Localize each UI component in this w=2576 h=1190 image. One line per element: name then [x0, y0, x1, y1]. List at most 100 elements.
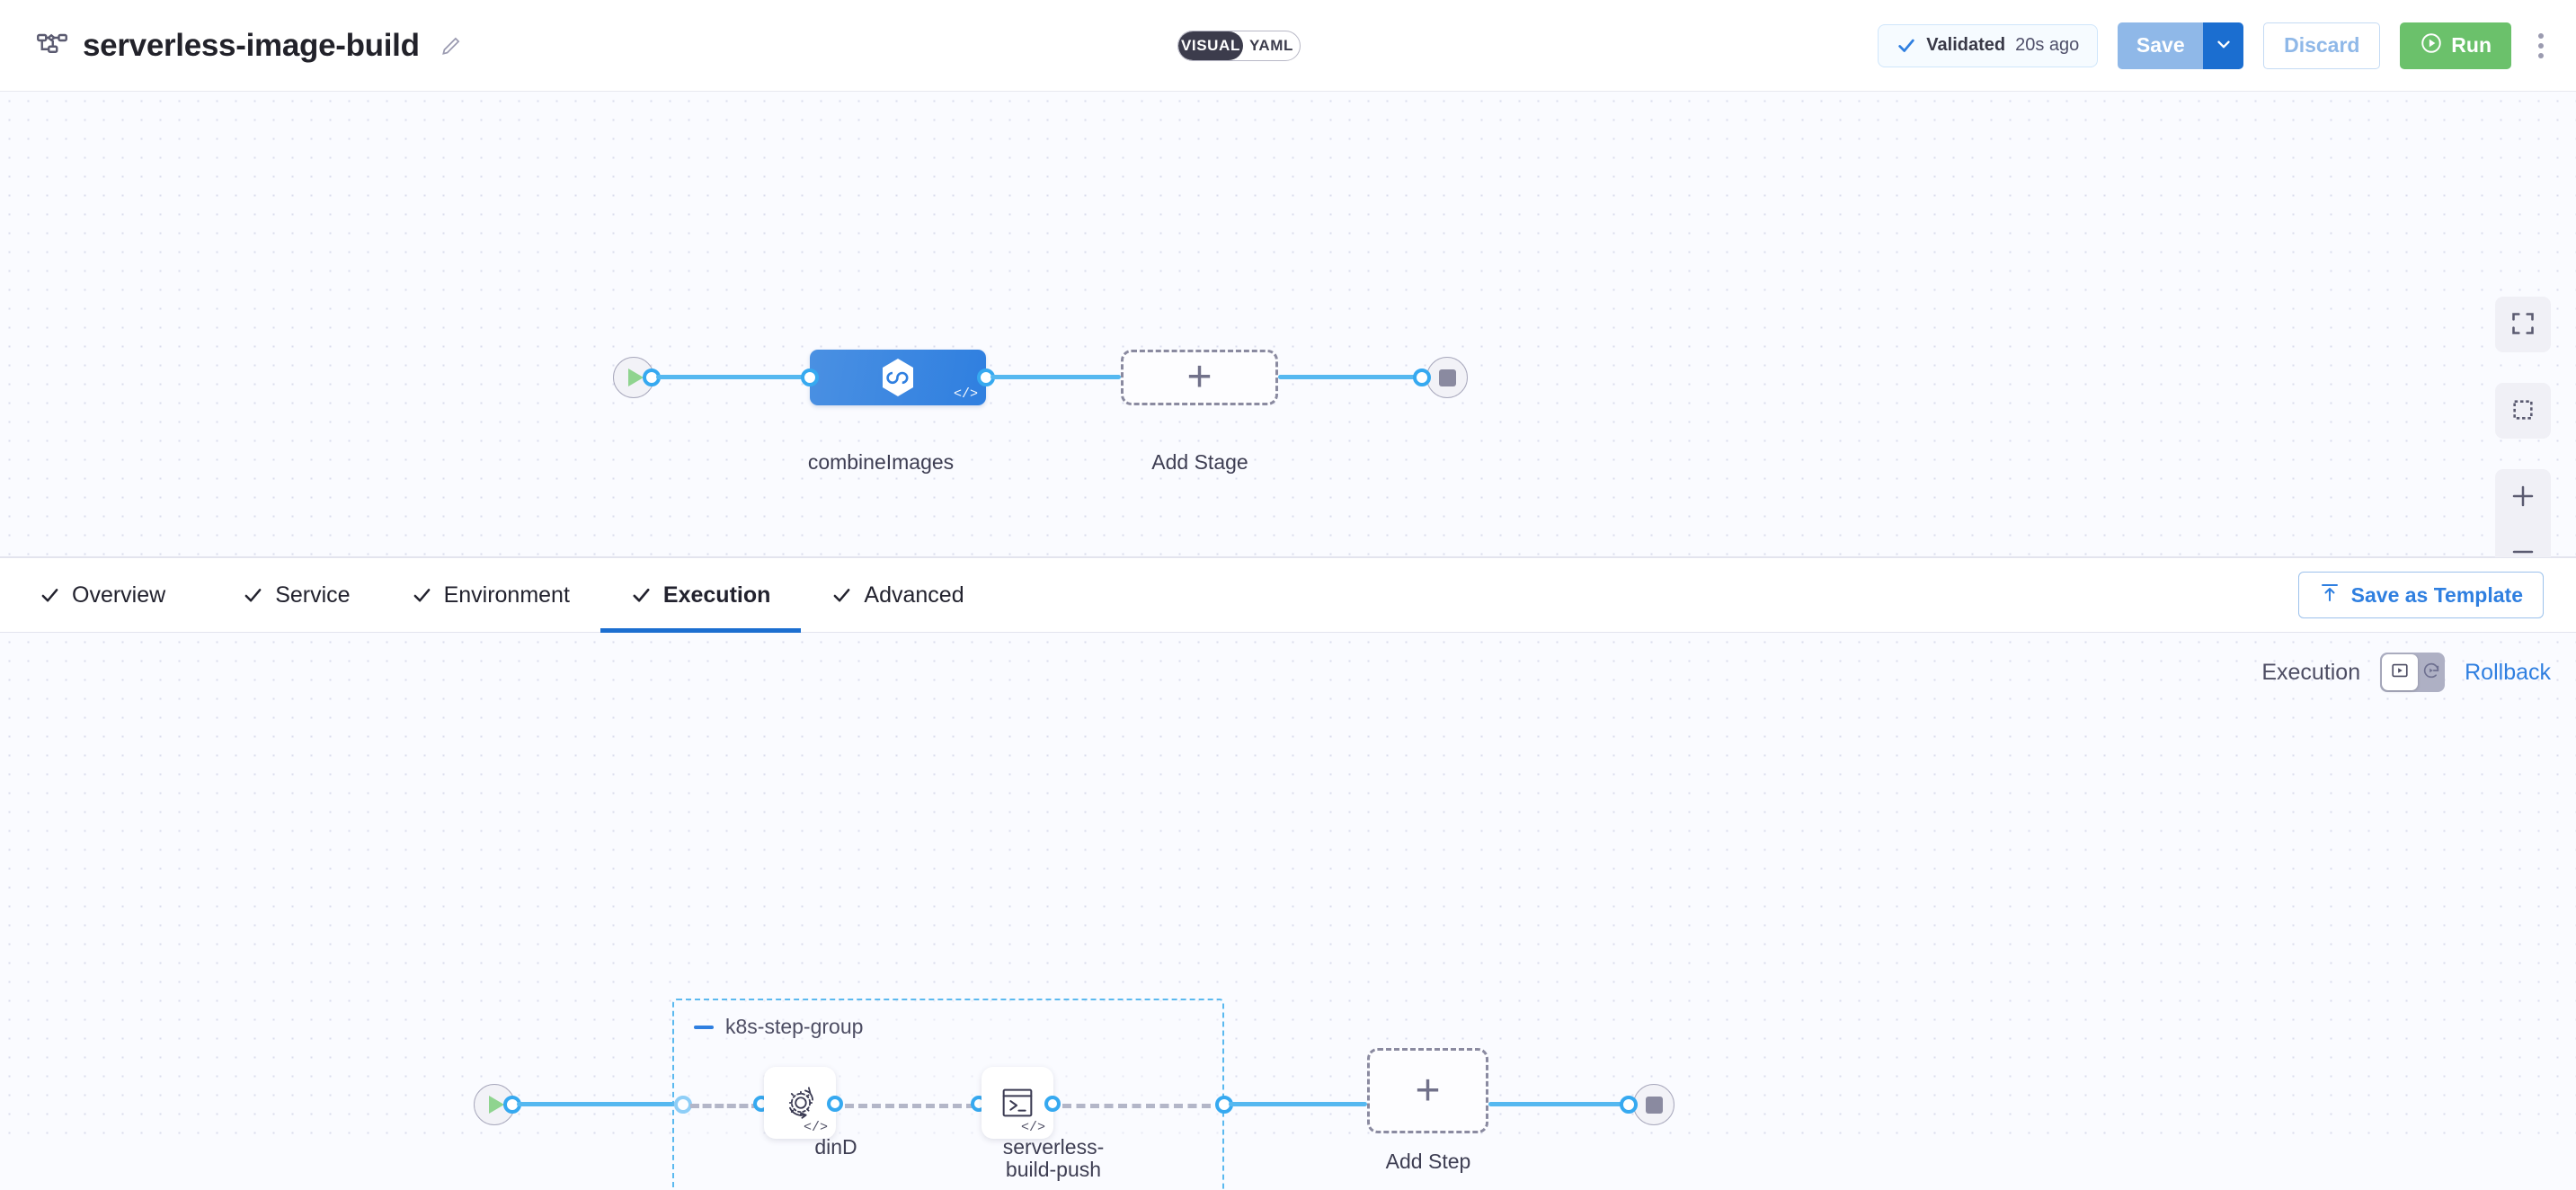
- chevron-down-icon: [2214, 34, 2234, 57]
- step-group-header[interactable]: k8s-step-group: [674, 1000, 1222, 1039]
- save-button-group: Save: [2118, 22, 2244, 69]
- toggle-option-rollback[interactable]: [2418, 661, 2445, 685]
- page-title: serverless-image-build: [83, 27, 420, 63]
- tab-label: Overview: [72, 582, 166, 608]
- header-actions: Validated 20s ago Save Discard Run: [1878, 22, 2576, 69]
- add-stage-button[interactable]: +: [1121, 350, 1278, 405]
- dind-output-dot[interactable]: [827, 1096, 843, 1112]
- stage-input-dot[interactable]: [801, 369, 819, 386]
- execution-rollback-toggle-row: Execution Rol: [2261, 653, 2551, 692]
- link-group-to-addstep: [1229, 1102, 1367, 1106]
- execution-play-icon: [2390, 661, 2410, 685]
- run-label: Run: [2451, 33, 2492, 57]
- add-step-button[interactable]: +: [1367, 1048, 1488, 1133]
- stage-end-node[interactable]: [1426, 357, 1468, 398]
- app-header: serverless-image-build VISUAL YAML Valid…: [0, 0, 2576, 92]
- stage-node-combineImages[interactable]: </>: [810, 350, 986, 405]
- plus-icon: [2509, 483, 2536, 512]
- add-stage-label: Add Stage: [1151, 450, 1248, 474]
- check-icon: [831, 585, 852, 606]
- save-dropdown-button[interactable]: [2203, 22, 2244, 69]
- stage-end-connector-dot[interactable]: [1413, 369, 1431, 386]
- tab-overview[interactable]: Overview: [40, 558, 212, 632]
- fullscreen-icon: [2510, 311, 2536, 339]
- add-step-label: Add Step: [1385, 1150, 1471, 1173]
- code-badge-icon: </>: [953, 386, 978, 402]
- save-as-template-label: Save as Template: [2350, 582, 2523, 607]
- run-button[interactable]: Run: [2400, 22, 2511, 69]
- fit-to-screen-button[interactable]: [2495, 297, 2551, 352]
- terminal-icon: [997, 1082, 1038, 1123]
- execution-mode-label: Execution: [2261, 659, 2361, 685]
- tab-label: Environment: [443, 582, 570, 608]
- tab-label: Advanced: [864, 582, 964, 608]
- step-end-node[interactable]: [1633, 1084, 1674, 1125]
- minus-icon: [2509, 538, 2536, 568]
- play-circle-icon: [2420, 31, 2443, 60]
- link-addstep-to-end: [1488, 1102, 1633, 1106]
- check-icon: [412, 585, 432, 606]
- step-node-dinD[interactable]: </>: [764, 1067, 836, 1139]
- step-node-serverless-build-push[interactable]: </>: [982, 1067, 1053, 1139]
- harness-hexagon-icon: [876, 356, 919, 399]
- serverless-output-dot[interactable]: [1044, 1096, 1061, 1112]
- validated-timestamp: 20s ago: [2015, 35, 2080, 55]
- link-groupentry-to-dind: [690, 1104, 760, 1108]
- stage-node-label: combineImages: [807, 450, 955, 474]
- status-badge-validated: Validated 20s ago: [1878, 23, 2099, 67]
- pencil-edit-icon[interactable]: [434, 34, 463, 58]
- tab-advanced[interactable]: Advanced: [801, 558, 994, 632]
- kebab-menu-icon[interactable]: [2531, 28, 2551, 64]
- canvas-zoom-controls: [2495, 297, 2551, 581]
- tab-label: Execution: [662, 582, 771, 608]
- tab-label: Service: [275, 582, 351, 608]
- link-serverless-to-groupexit: [1062, 1104, 1211, 1108]
- step-label-dinD: dinD: [814, 1135, 857, 1159]
- link-stage-to-addstage: [990, 375, 1121, 379]
- execution-canvas[interactable]: Execution Rol: [0, 633, 2576, 1190]
- view-mode-toggle[interactable]: VISUAL YAML: [1177, 30, 1301, 61]
- execution-rollback-toggle[interactable]: [2380, 653, 2446, 692]
- stage-canvas[interactable]: </> combineImages + Add Stage: [0, 92, 2576, 581]
- tab-list: Overview Service Environment Execution A…: [0, 558, 995, 633]
- step-label-line2: build-push: [1005, 1157, 1102, 1181]
- marquee-select-icon: [2510, 397, 2536, 425]
- play-icon: [488, 1096, 504, 1114]
- discard-button[interactable]: Discard: [2263, 22, 2381, 69]
- step-label-line1: serverless-: [1002, 1135, 1105, 1159]
- stop-square-icon: [1438, 369, 1456, 386]
- link-start-to-stage: [656, 375, 813, 379]
- check-icon: [243, 585, 263, 606]
- check-icon: [40, 585, 60, 606]
- minus-collapse-icon[interactable]: [694, 1025, 714, 1029]
- template-upload-icon: [2319, 582, 2341, 608]
- code-badge-icon: </>: [1020, 1120, 1045, 1135]
- check-icon: [631, 585, 652, 606]
- tab-service[interactable]: Service: [212, 558, 380, 632]
- check-icon: [1896, 36, 1916, 56]
- header-left-group: serverless-image-build: [0, 28, 463, 64]
- save-as-template-button[interactable]: Save as Template: [2297, 572, 2544, 618]
- tab-environment[interactable]: Environment: [381, 558, 600, 632]
- rollback-arrow-icon: [2421, 661, 2441, 685]
- stage-config-tabbar: Overview Service Environment Execution A…: [0, 557, 2576, 633]
- zoom-out-button[interactable]: [2495, 525, 2551, 581]
- step-label-serverless-build-push: serverless- build-push: [946, 1136, 1161, 1181]
- validated-label: Validated: [1926, 35, 2006, 55]
- stop-square-icon: [1645, 1096, 1663, 1114]
- zoom-in-button[interactable]: [2495, 469, 2551, 525]
- code-badge-icon: </>: [803, 1120, 828, 1135]
- rollback-mode-label[interactable]: Rollback: [2465, 659, 2551, 685]
- tab-yaml-view[interactable]: YAML: [1248, 36, 1293, 54]
- tab-execution[interactable]: Execution: [600, 558, 802, 633]
- link-start-to-group: [517, 1102, 683, 1106]
- select-area-button[interactable]: [2495, 383, 2551, 439]
- pipeline-flow-icon: [36, 30, 68, 62]
- save-button[interactable]: Save: [2118, 22, 2204, 69]
- toggle-knob-execution[interactable]: [2382, 654, 2419, 690]
- plus-icon: +: [1415, 1066, 1441, 1115]
- tab-visual-view[interactable]: VISUAL: [1178, 31, 1243, 60]
- play-icon: [627, 369, 644, 386]
- plus-icon: +: [1186, 353, 1212, 401]
- step-end-connector-dot[interactable]: [1620, 1096, 1638, 1114]
